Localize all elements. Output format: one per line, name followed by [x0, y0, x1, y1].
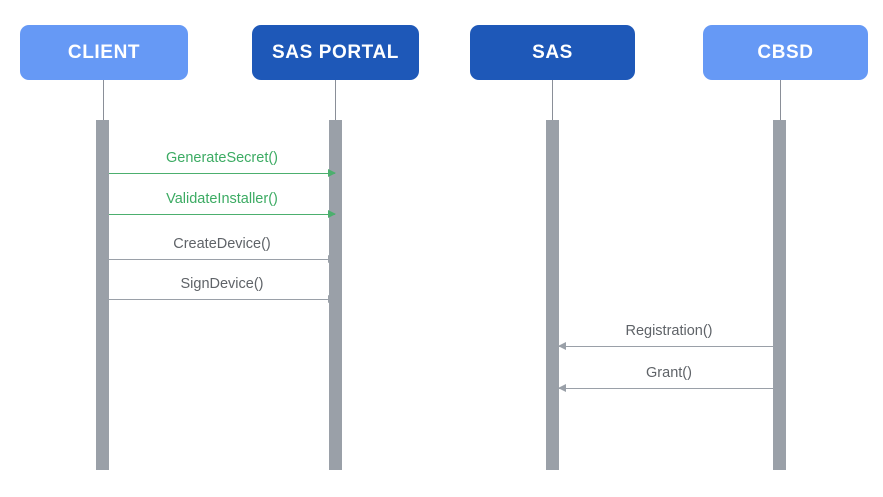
message-line-validate-installer	[109, 214, 335, 215]
arrowhead-left-icon	[558, 342, 566, 350]
lifeline-cbsd	[780, 80, 781, 120]
participant-box-sas-portal[interactable]: SAS PORTAL	[252, 25, 419, 80]
message-label-grant: Grant()	[646, 365, 692, 381]
participant-label-cbsd: CBSD	[757, 41, 814, 63]
participant-label-sas: SAS	[532, 41, 573, 63]
arrowhead-right-icon	[328, 295, 336, 303]
message-label-registration: Registration()	[625, 323, 713, 339]
lifeline-sas-portal	[335, 80, 336, 120]
activation-bar-sas	[546, 120, 559, 470]
message-line-create-device	[109, 259, 335, 260]
message-label-create-device: CreateDevice()	[173, 236, 271, 252]
arrowhead-right-icon	[328, 210, 336, 218]
participant-label-sas-portal: SAS PORTAL	[271, 41, 400, 63]
activation-bar-client	[96, 120, 109, 470]
participant-label-client: CLIENT	[67, 41, 141, 63]
arrowhead-left-icon	[558, 384, 566, 392]
activation-bar-cbsd	[773, 120, 786, 470]
lifeline-sas	[552, 80, 553, 120]
participant-box-cbsd[interactable]: CBSD	[703, 25, 868, 80]
message-line-grant	[559, 388, 779, 389]
lifeline-client	[103, 80, 104, 120]
message-line-registration	[559, 346, 779, 347]
message-label-validate-installer: ValidateInstaller()	[166, 191, 278, 207]
participant-box-client[interactable]: CLIENT	[20, 25, 188, 80]
message-line-generate-secret	[109, 173, 335, 174]
participant-box-sas[interactable]: SAS	[470, 25, 635, 80]
message-line-sign-device	[109, 299, 335, 300]
message-label-generate-secret: GenerateSecret()	[165, 150, 279, 166]
arrowhead-right-icon	[328, 169, 336, 177]
arrowhead-right-icon	[328, 255, 336, 263]
message-label-sign-device: SignDevice()	[180, 276, 264, 292]
